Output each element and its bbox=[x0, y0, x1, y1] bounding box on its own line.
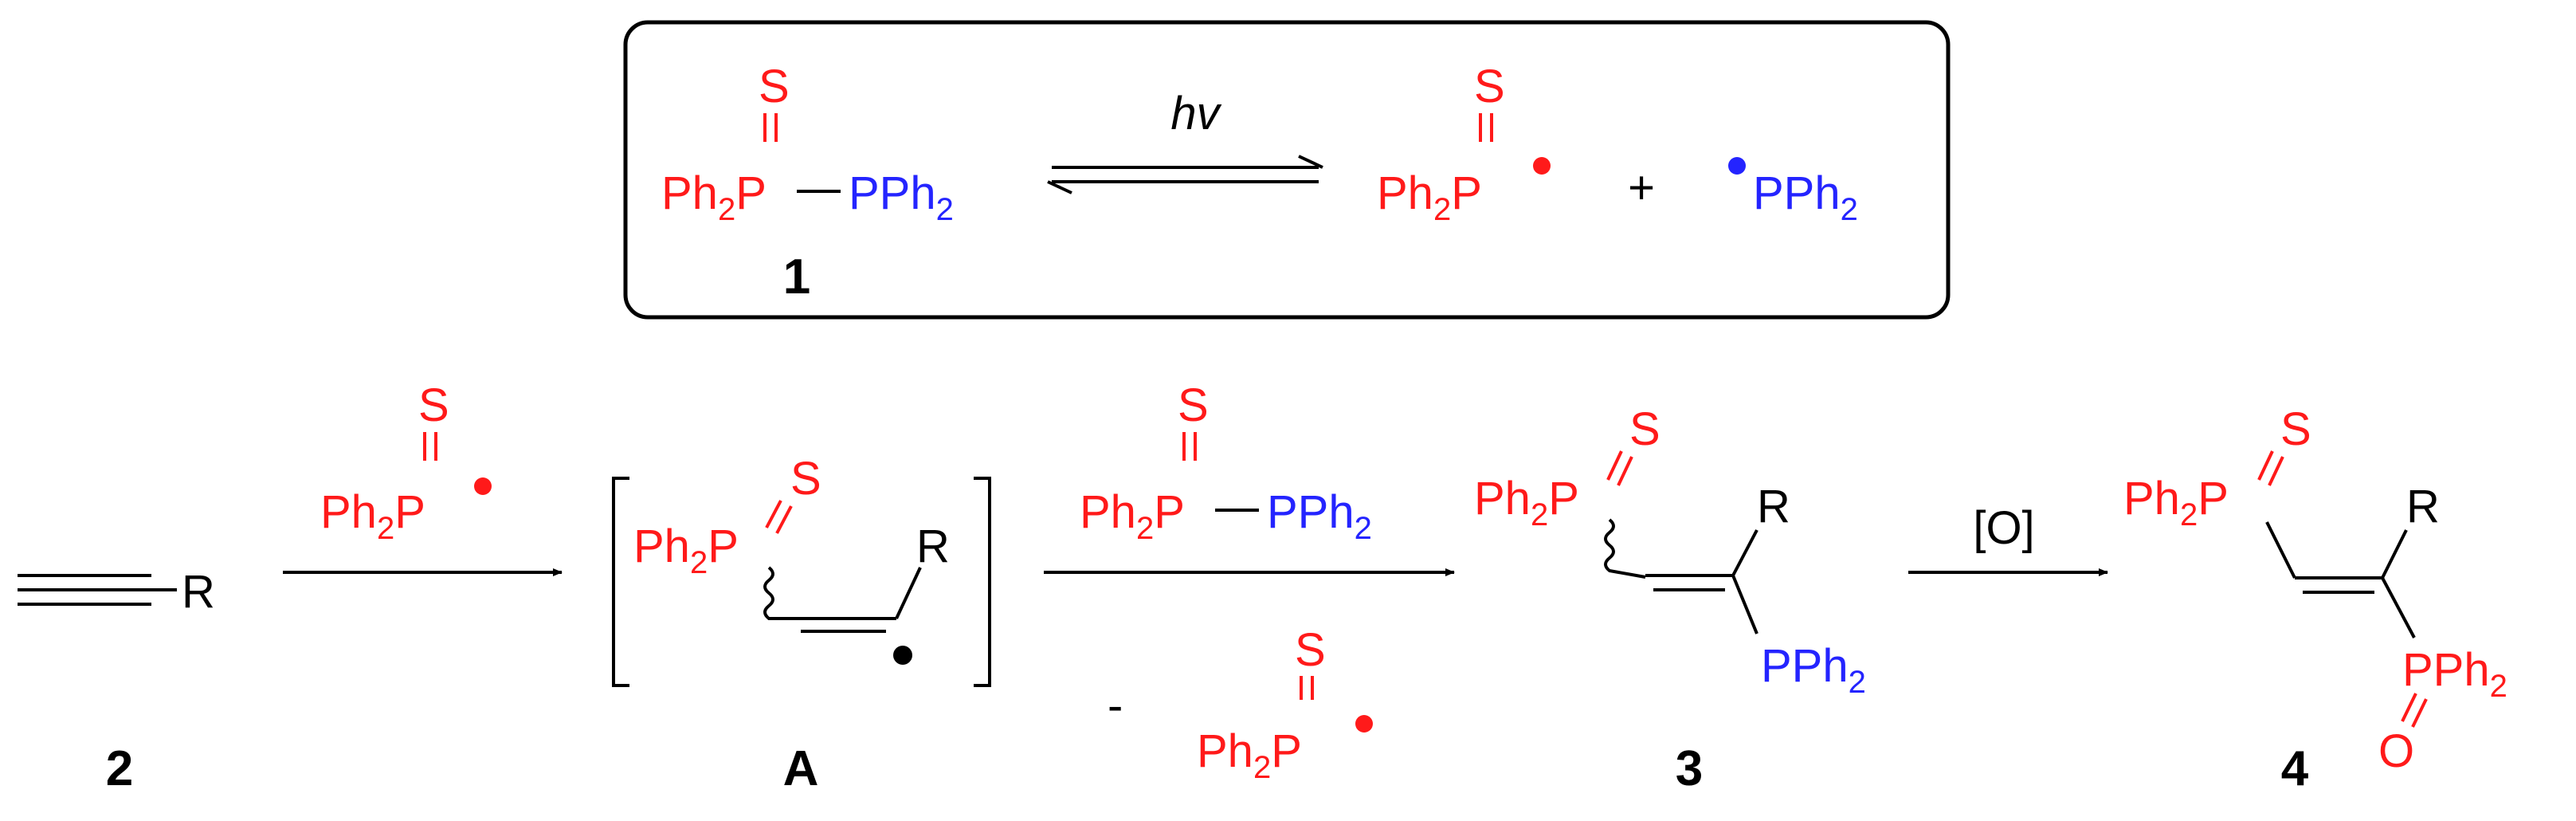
svg-text:-: - bbox=[1108, 680, 1123, 732]
arrow-1: S Ph2P bbox=[283, 379, 563, 576]
svg-text:PPh2: PPh2 bbox=[1267, 486, 1372, 546]
svg-text:S: S bbox=[418, 379, 449, 431]
intermediate-A-structure: S Ph2P R A bbox=[612, 453, 991, 796]
svg-text:R: R bbox=[916, 520, 950, 572]
svg-text:S: S bbox=[2280, 403, 2311, 455]
intermediate-A-label: A bbox=[783, 741, 819, 796]
svg-text:R: R bbox=[182, 566, 215, 618]
svg-text:PPh2: PPh2 bbox=[1761, 640, 1866, 700]
arrow-3: [O] bbox=[1908, 502, 2108, 576]
svg-text:PPh2: PPh2 bbox=[849, 167, 954, 227]
condition-hv: hv bbox=[1170, 88, 1221, 139]
svg-text:PPh2: PPh2 bbox=[2402, 644, 2507, 704]
radical-dot bbox=[1728, 157, 1746, 175]
svg-text:S: S bbox=[1295, 624, 1326, 676]
thiophosphinoyl-radical: S Ph2P bbox=[1377, 61, 1551, 227]
svg-text:PPh2: PPh2 bbox=[1753, 167, 1858, 227]
radical-dot bbox=[1355, 715, 1373, 733]
compound-4-structure: S Ph2P R PPh2 O 4 bbox=[2123, 403, 2507, 796]
svg-text:S: S bbox=[759, 61, 790, 112]
svg-text:Ph2P: Ph2P bbox=[1474, 473, 1579, 532]
svg-text:Ph2P: Ph2P bbox=[2123, 473, 2229, 532]
svg-text:O: O bbox=[2378, 725, 2414, 777]
equilibrium-box bbox=[623, 20, 1951, 320]
svg-text:S: S bbox=[1178, 379, 1209, 431]
oxidation-condition: [O] bbox=[1973, 502, 2034, 554]
compound-1-label: 1 bbox=[783, 249, 810, 304]
svg-text:Ph2P: Ph2P bbox=[320, 486, 425, 546]
compound-2-label: 2 bbox=[106, 741, 133, 796]
svg-text:Ph2P: Ph2P bbox=[1197, 725, 1302, 785]
svg-text:R: R bbox=[2406, 481, 2440, 532]
svg-text:Ph2P: Ph2P bbox=[661, 167, 767, 227]
svg-text:R: R bbox=[1757, 481, 1790, 532]
compound-4-label: 4 bbox=[2281, 741, 2309, 796]
equilibrium-arrows: hv bbox=[1047, 88, 1323, 194]
svg-text:S: S bbox=[1474, 61, 1505, 112]
svg-text:Ph2P: Ph2P bbox=[1377, 167, 1482, 227]
radical-dot bbox=[474, 477, 492, 495]
radical-dot bbox=[893, 646, 912, 665]
svg-text:S: S bbox=[790, 453, 821, 505]
compound-3-structure: S Ph2P R PPh2 3 bbox=[1474, 403, 1866, 796]
plus-sign: + bbox=[1628, 162, 1655, 214]
compound-3-label: 3 bbox=[1676, 741, 1703, 796]
arrow-2: S Ph2P PPh2 - S Ph2P bbox=[1044, 379, 1455, 785]
compound-1-structure: S Ph2P PPh2 1 bbox=[661, 61, 954, 304]
svg-text:S: S bbox=[1629, 403, 1660, 455]
diphenylphosphinyl-radical: PPh2 bbox=[1728, 157, 1858, 227]
svg-text:Ph2P: Ph2P bbox=[1080, 486, 1185, 546]
compound-2-structure: R 2 bbox=[18, 566, 215, 796]
svg-text:Ph2P: Ph2P bbox=[633, 520, 739, 580]
radical-dot bbox=[1533, 157, 1551, 175]
